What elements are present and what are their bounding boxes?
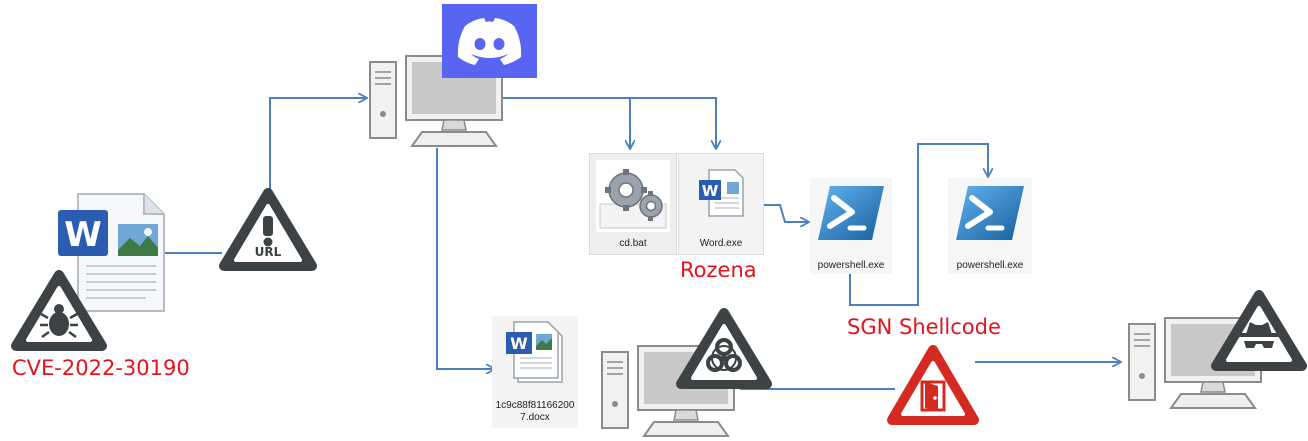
docx-label: 1c9c88f81166200 7.docx — [492, 400, 578, 424]
cd-bat-file: cd.bat — [589, 153, 677, 255]
backdoor-door-warning-icon — [887, 345, 979, 425]
biohazard-warning-icon — [676, 308, 772, 389]
spy-warning-icon — [1211, 290, 1307, 371]
url-warning-icon — [219, 188, 317, 271]
powershell-1-label: powershell.exe — [817, 260, 885, 271]
svg-text:W: W — [702, 182, 719, 200]
powershell-icon — [818, 186, 884, 240]
svg-text:W: W — [64, 215, 102, 255]
powershell-2-label: powershell.exe — [956, 260, 1024, 271]
docx-label-line1: 1c9c88f81166200 — [495, 400, 575, 411]
discord-logo-icon — [442, 4, 537, 78]
arrow-computer-to-word — [630, 97, 716, 148]
url-label: URL — [254, 245, 282, 259]
powershell-1-file: powershell.exe — [810, 178, 892, 274]
powershell-icon — [956, 186, 1024, 240]
arrow-computer-to-docx — [436, 148, 494, 369]
powershell-2-file: powershell.exe — [948, 178, 1032, 274]
docx-file: W 1c9c88f81166200 7.docx — [492, 316, 578, 428]
arrow-url-to-computer — [269, 98, 366, 190]
word-exe-file: W Word.exe — [678, 153, 764, 255]
cd-bat-label: cd.bat — [619, 238, 647, 249]
rozena-label: Rozena — [680, 258, 757, 282]
arrow-powershell-to-powershell — [849, 143, 988, 306]
gears-icon — [596, 160, 670, 232]
word-document-icon: W — [58, 193, 165, 312]
svg-text:W: W — [510, 334, 528, 353]
sgn-shellcode-label: SGN Shellcode — [847, 315, 1001, 339]
word-exe-label: Word.exe — [699, 238, 743, 249]
word-document-icon: W — [506, 321, 563, 383]
arrow-word-to-powershell — [764, 204, 808, 222]
word-exe-icon: W — [699, 169, 744, 217]
arrow-computer-to-cd-bat — [500, 97, 630, 148]
docx-label-line2: 7.docx — [520, 412, 550, 423]
cve-label: CVE-2022-30190 — [12, 356, 190, 380]
bug-warning-icon — [11, 270, 107, 351]
